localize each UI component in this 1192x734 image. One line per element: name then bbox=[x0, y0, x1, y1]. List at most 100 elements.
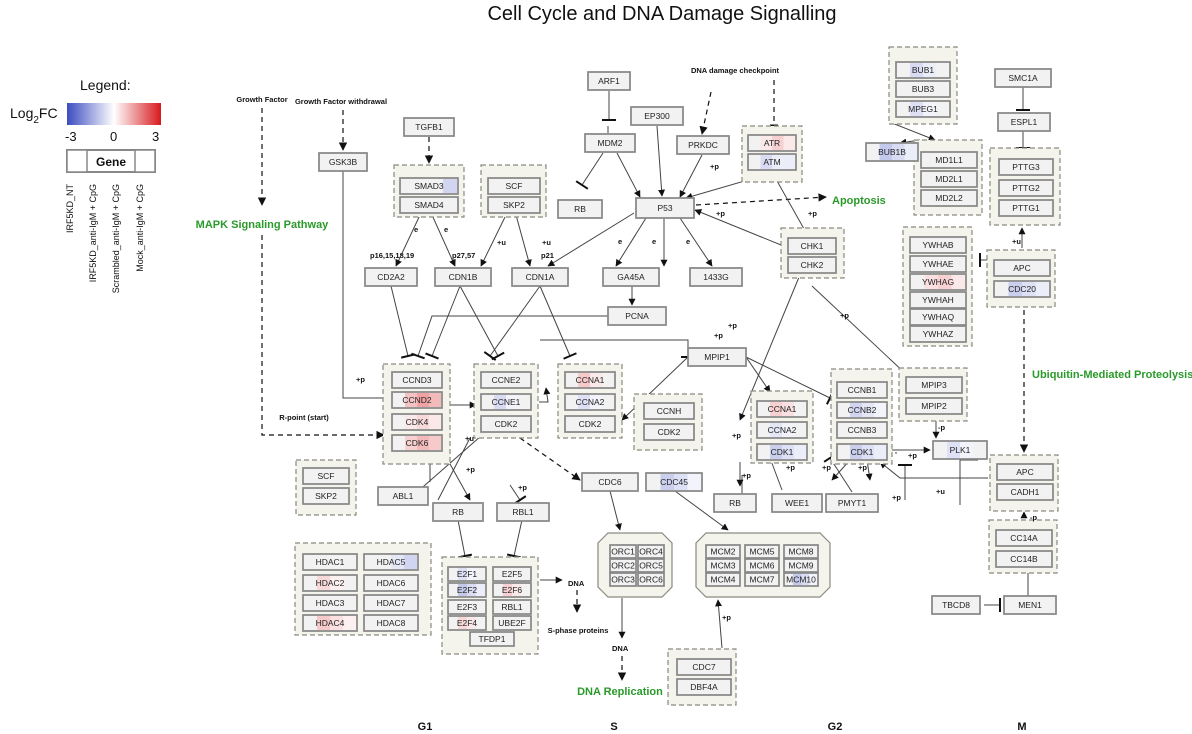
gene-node-ywhah[interactable]: YWHAH bbox=[909, 291, 967, 309]
dna-replication-pathway-link[interactable]: DNA Replication bbox=[577, 686, 663, 698]
gene-node-hdac5[interactable]: HDAC5 bbox=[363, 553, 419, 571]
gene-node-cdk1_b[interactable]: CDK1 bbox=[836, 443, 888, 461]
gene-node-orc4[interactable]: ORC4 bbox=[637, 544, 665, 559]
gene-node-ep300[interactable]: EP300 bbox=[630, 106, 684, 126]
gene-node-bub1b[interactable]: BUB1B bbox=[865, 142, 919, 162]
gene-node-md2l1[interactable]: MD2L1 bbox=[920, 170, 978, 188]
gene-node-hdac2[interactable]: HDAC2 bbox=[302, 574, 358, 592]
gene-node-cdk2_a[interactable]: CDK2 bbox=[480, 415, 532, 433]
gene-node-p53[interactable]: P53 bbox=[635, 197, 695, 219]
ubiquitin-pathway-link[interactable]: Ubiquitin-Mediated Proteolysis bbox=[1032, 369, 1192, 381]
gene-node-mcm5[interactable]: MCM5 bbox=[744, 544, 780, 559]
gene-node-pttg2[interactable]: PTTG2 bbox=[998, 179, 1054, 197]
gene-node-rb_top[interactable]: RB bbox=[557, 199, 603, 219]
gene-node-scf_2[interactable]: SCF bbox=[302, 467, 350, 485]
gene-node-rb_g2[interactable]: RB bbox=[713, 493, 757, 513]
gene-node-mdm2[interactable]: MDM2 bbox=[584, 133, 636, 153]
gene-node-gsk3b[interactable]: GSK3B bbox=[318, 152, 368, 172]
gene-node-chk1[interactable]: CHK1 bbox=[787, 237, 837, 255]
gene-node-e2f2[interactable]: E2F2 bbox=[447, 582, 487, 598]
gene-node-espl1[interactable]: ESPL1 bbox=[997, 112, 1051, 132]
gene-node-ccnb2[interactable]: CCNB2 bbox=[836, 401, 888, 419]
gene-node-pmyt1[interactable]: PMYT1 bbox=[825, 493, 879, 513]
gene-node-mcm2[interactable]: MCM2 bbox=[705, 544, 741, 559]
gene-node-skp2_2[interactable]: SKP2 bbox=[302, 487, 350, 505]
gene-node-e2f6[interactable]: E2F6 bbox=[492, 582, 532, 598]
gene-node-tbcd8[interactable]: TBCD8 bbox=[931, 595, 981, 615]
gene-node-wee1[interactable]: WEE1 bbox=[771, 493, 823, 513]
gene-node-ccna2_a[interactable]: CCNA2 bbox=[564, 393, 616, 411]
gene-node-hdac3[interactable]: HDAC3 bbox=[302, 594, 358, 612]
gene-node-hdac1[interactable]: HDAC1 bbox=[302, 553, 358, 571]
gene-node-ccne1[interactable]: CCNE1 bbox=[480, 393, 532, 411]
gene-node-orc2[interactable]: ORC2 bbox=[609, 558, 637, 573]
gene-node-cadh1[interactable]: CADH1 bbox=[996, 483, 1054, 501]
gene-node-cdc7[interactable]: CDC7 bbox=[676, 658, 732, 676]
gene-node-cdc20[interactable]: CDC20 bbox=[993, 280, 1051, 298]
gene-node-ywhaz[interactable]: YWHAZ bbox=[909, 325, 967, 343]
gene-node-apc_2[interactable]: APC bbox=[996, 463, 1054, 481]
gene-node-mcm4[interactable]: MCM4 bbox=[705, 572, 741, 587]
gene-node-ccnb1[interactable]: CCNB1 bbox=[836, 381, 888, 399]
gene-node-pttg3[interactable]: PTTG3 bbox=[998, 158, 1054, 176]
gene-node-cdk2_c[interactable]: CDK2 bbox=[643, 423, 695, 441]
gene-node-hdac4[interactable]: HDAC4 bbox=[302, 614, 358, 632]
gene-node-hdac7[interactable]: HDAC7 bbox=[363, 594, 419, 612]
gene-node-prkdc[interactable]: PRKDC bbox=[676, 135, 730, 155]
gene-node-arf1[interactable]: ARF1 bbox=[587, 71, 631, 91]
gene-node-cdk6[interactable]: CDK6 bbox=[391, 434, 443, 452]
gene-node-cd2a2[interactable]: CD2A2 bbox=[364, 267, 418, 287]
gene-node-cdc45[interactable]: CDC45 bbox=[645, 472, 703, 492]
gene-node-plk1[interactable]: PLK1 bbox=[932, 440, 988, 460]
gene-node-rbl1_b[interactable]: RBL1 bbox=[492, 599, 532, 615]
gene-node-ga45a[interactable]: GA45A bbox=[602, 267, 660, 287]
gene-node-orc5[interactable]: ORC5 bbox=[637, 558, 665, 573]
gene-node-cdk2_b[interactable]: CDK2 bbox=[564, 415, 616, 433]
gene-node-mcm6[interactable]: MCM6 bbox=[744, 558, 780, 573]
apoptosis-pathway-link[interactable]: Apoptosis bbox=[832, 195, 886, 207]
gene-node-men1[interactable]: MEN1 bbox=[1003, 595, 1057, 615]
gene-node-ccne2[interactable]: CCNE2 bbox=[480, 371, 532, 389]
gene-node-cdc6[interactable]: CDC6 bbox=[581, 472, 639, 492]
gene-node-abl1[interactable]: ABL1 bbox=[377, 486, 429, 506]
gene-node-ccnb3[interactable]: CCNB3 bbox=[836, 421, 888, 439]
gene-node-scf_1[interactable]: SCF bbox=[487, 177, 541, 195]
gene-node-ccnd3[interactable]: CCND3 bbox=[391, 371, 443, 389]
gene-node-rbl1_main[interactable]: RBL1 bbox=[496, 502, 550, 522]
gene-node-ube2f[interactable]: UBE2F bbox=[492, 615, 532, 631]
gene-node-cdk4[interactable]: CDK4 bbox=[391, 413, 443, 431]
gene-node-apc_1[interactable]: APC bbox=[993, 259, 1051, 277]
gene-node-ywhae[interactable]: YWHAE bbox=[909, 255, 967, 273]
gene-node-ywhag[interactable]: YWHAG bbox=[909, 273, 967, 291]
mapk-pathway-link[interactable]: MAPK Signaling Pathway bbox=[196, 219, 330, 231]
gene-node-mpip3[interactable]: MPIP3 bbox=[905, 376, 963, 394]
gene-node-e2f4[interactable]: E2F4 bbox=[447, 615, 487, 631]
gene-node-tgfb1[interactable]: TGFB1 bbox=[403, 117, 455, 137]
gene-node-smad4[interactable]: SMAD4 bbox=[399, 196, 459, 214]
gene-node-mcm9[interactable]: MCM9 bbox=[783, 558, 819, 573]
gene-node-ccna1_b[interactable]: CCNA1 bbox=[756, 400, 808, 418]
gene-node-mpip2[interactable]: MPIP2 bbox=[905, 397, 963, 415]
gene-node-md2l2[interactable]: MD2L2 bbox=[920, 189, 978, 207]
gene-node-cc14b[interactable]: CC14B bbox=[995, 550, 1053, 568]
gene-node-hdac6[interactable]: HDAC6 bbox=[363, 574, 419, 592]
gene-node-e2f1[interactable]: E2F1 bbox=[447, 566, 487, 582]
gene-node-ywhaq[interactable]: YWHAQ bbox=[909, 308, 967, 326]
gene-node-mpeg1[interactable]: MPEG1 bbox=[895, 100, 951, 118]
gene-node-smc1a[interactable]: SMC1A bbox=[994, 68, 1052, 88]
gene-node-pttg1[interactable]: PTTG1 bbox=[998, 199, 1054, 217]
gene-node-chk2[interactable]: CHK2 bbox=[787, 256, 837, 274]
gene-node-orc6[interactable]: ORC6 bbox=[637, 572, 665, 587]
gene-node-atm[interactable]: ATM bbox=[747, 153, 797, 171]
gene-node-1433g[interactable]: 1433G bbox=[689, 267, 743, 287]
gene-node-ccna1[interactable]: CCNA1 bbox=[564, 371, 616, 389]
gene-node-mcm8[interactable]: MCM8 bbox=[783, 544, 819, 559]
gene-node-cdn1a[interactable]: CDN1A bbox=[511, 267, 569, 287]
gene-node-mcm7[interactable]: MCM7 bbox=[744, 572, 780, 587]
gene-node-rb_main[interactable]: RB bbox=[432, 502, 484, 522]
gene-node-orc1[interactable]: ORC1 bbox=[609, 544, 637, 559]
gene-node-hdac8[interactable]: HDAC8 bbox=[363, 614, 419, 632]
gene-node-cc14a[interactable]: CC14A bbox=[995, 529, 1053, 547]
gene-node-mcm3[interactable]: MCM3 bbox=[705, 558, 741, 573]
gene-node-dbf4a[interactable]: DBF4A bbox=[676, 678, 732, 696]
